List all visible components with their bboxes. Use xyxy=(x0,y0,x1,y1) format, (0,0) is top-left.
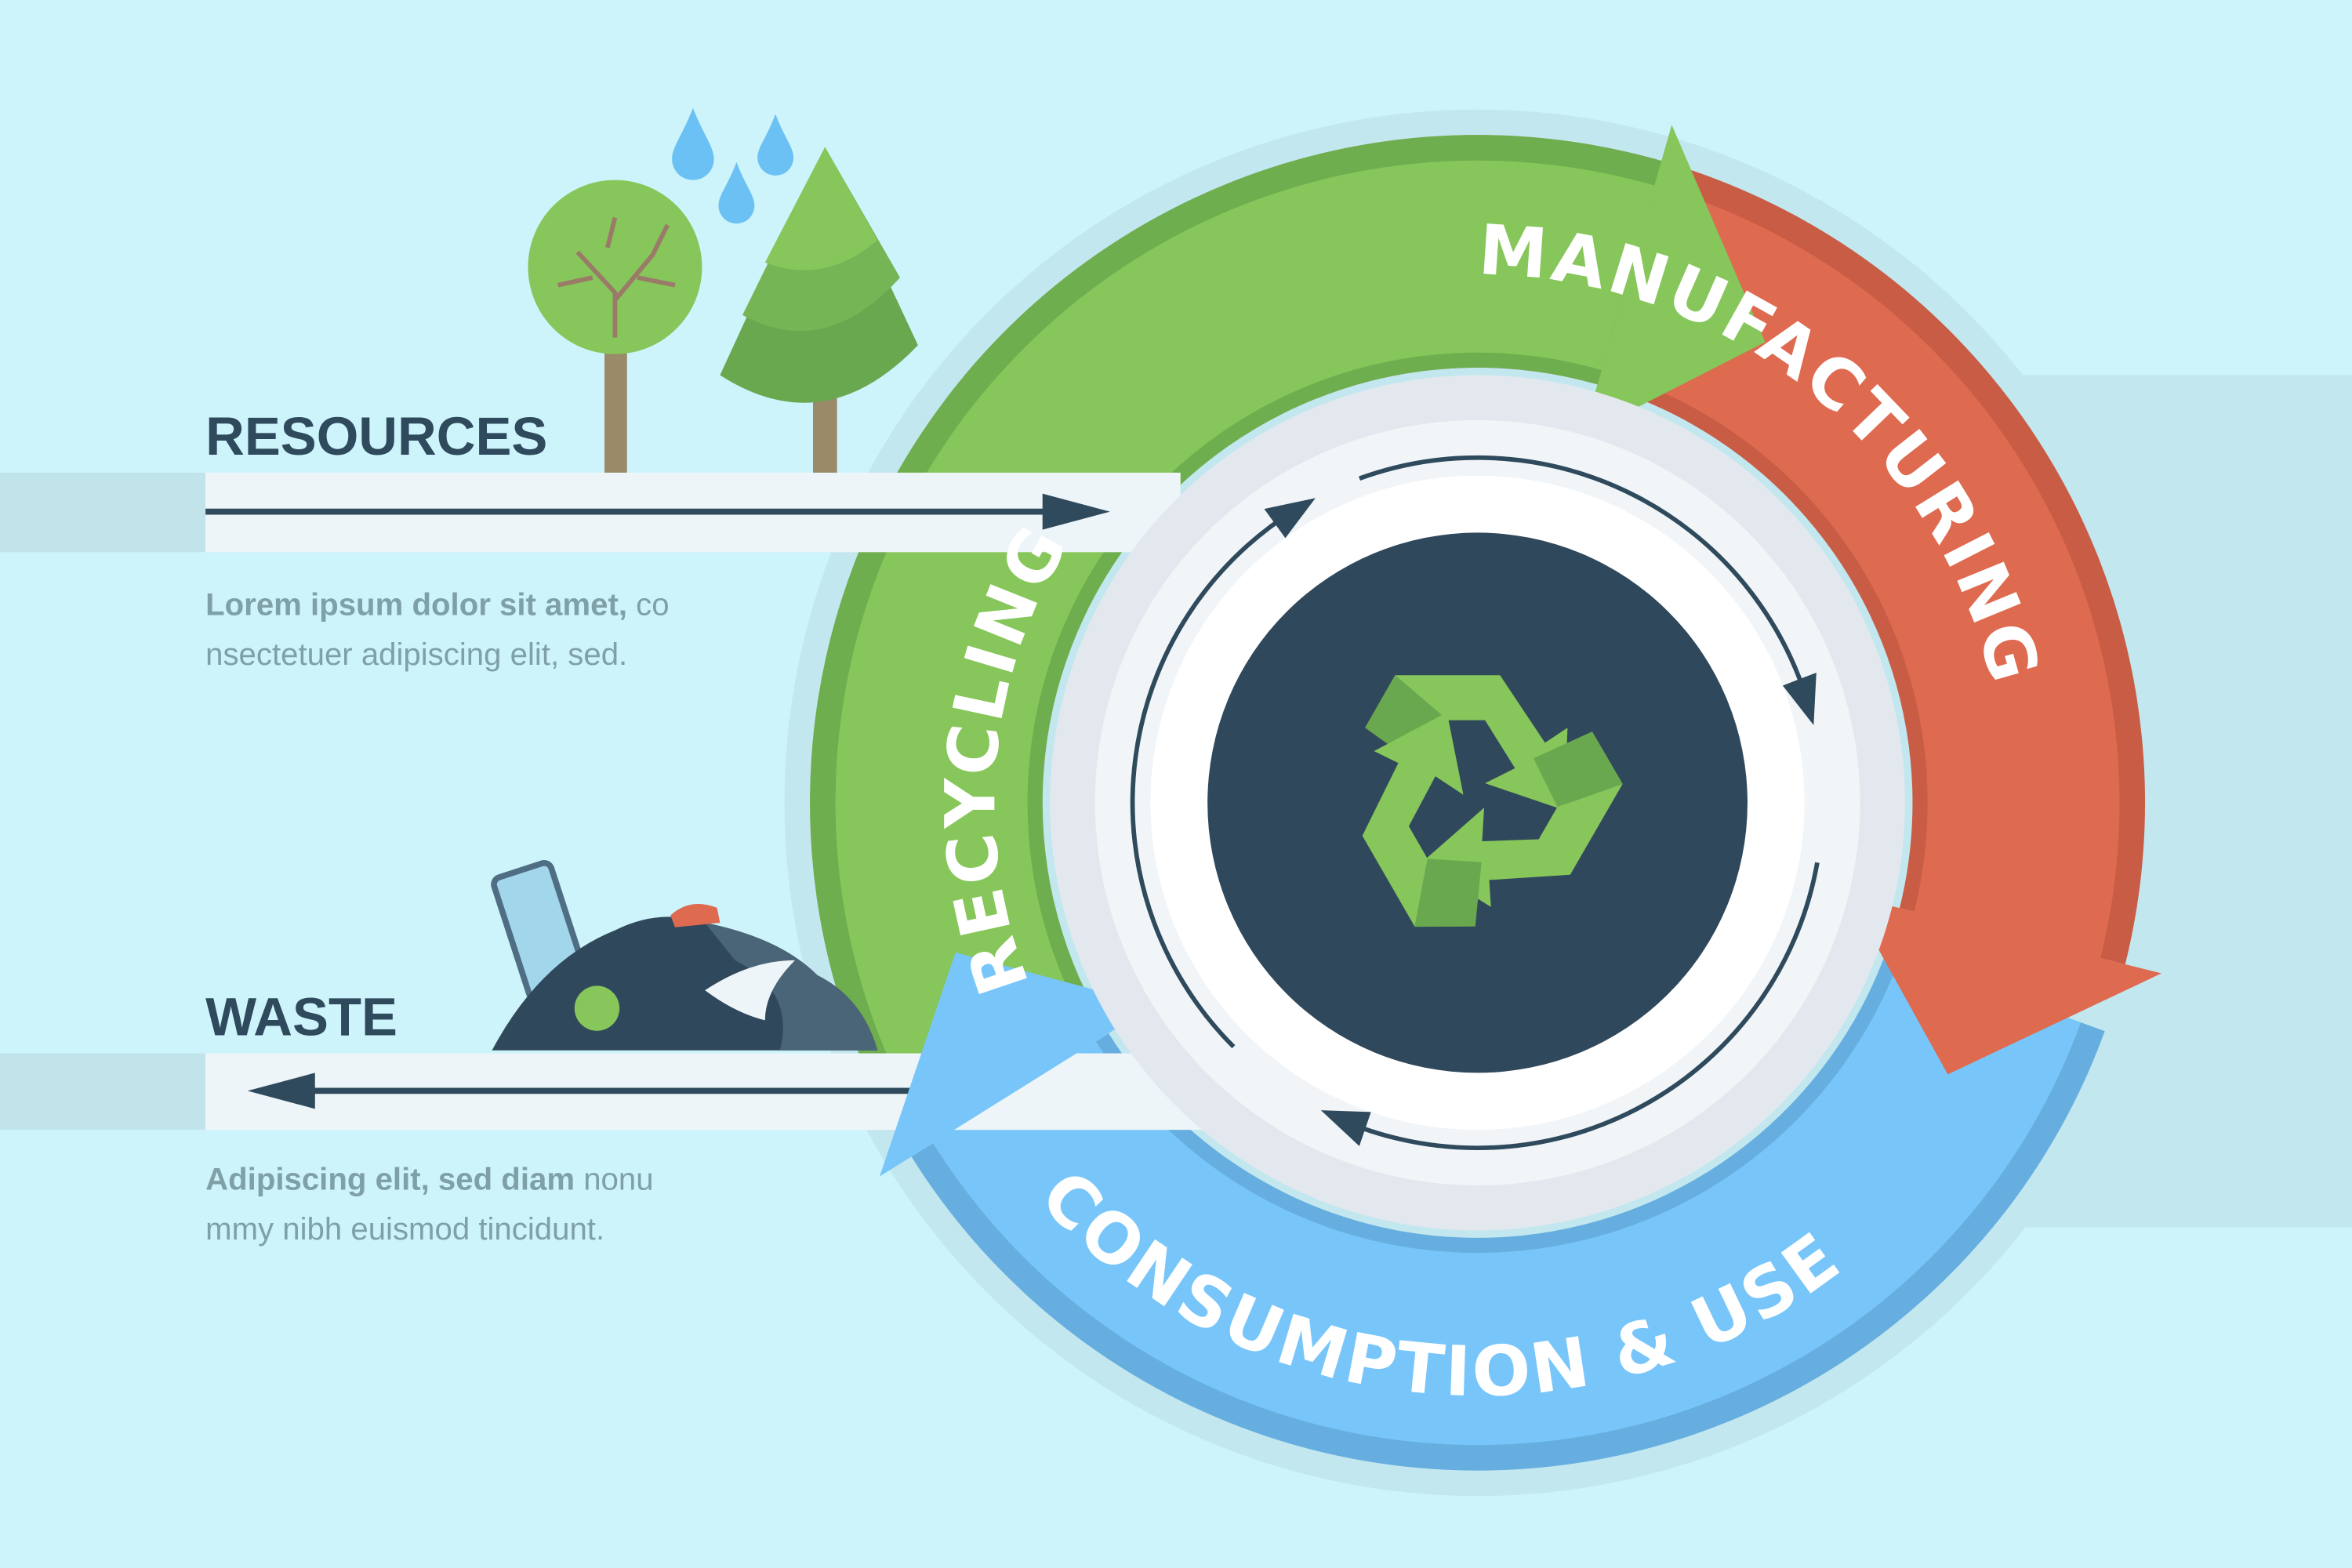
cycle-arrow-line xyxy=(1330,862,1820,1151)
waste-description-line1: Adipiscing elit, sed diam nonu xyxy=(205,1162,653,1197)
cycle-arrowhead-icon xyxy=(1782,672,1817,725)
waste-description-rest: nonu xyxy=(575,1162,654,1197)
recycling-band xyxy=(835,160,1655,1124)
cycle-arrowhead-icon xyxy=(1320,1110,1371,1146)
cycle-arrowhead-icon xyxy=(1264,498,1316,539)
resources-description-line2: nsectetuer adipiscing elit, sed. xyxy=(205,637,627,672)
recycle-arrow-icon xyxy=(1362,712,1482,927)
consumption-band xyxy=(933,956,2082,1446)
consumption-arrowhead-icon xyxy=(879,952,1153,1177)
waste-arrow-icon xyxy=(247,1073,315,1109)
center-disc xyxy=(1207,532,1748,1073)
waste-description-bold: Adipiscing elit, sed diam xyxy=(205,1162,575,1197)
resources-description-rest: co xyxy=(627,587,670,622)
round-tree-icon xyxy=(528,180,702,473)
waste-strip-faded xyxy=(0,1053,206,1131)
recycling-arrowhead-icon xyxy=(1583,125,1766,435)
resources-description-bold: Lorem ipsum dolor sit amet, xyxy=(205,587,627,622)
cycle-arrow-line xyxy=(1359,455,1813,714)
resources-title: RESOURCES xyxy=(205,406,547,466)
waste-description-line2: mmy nibh euismod tincidunt. xyxy=(205,1211,604,1247)
manufacturing-band xyxy=(1236,160,2120,959)
manufacturing-arrowhead-icon xyxy=(1848,895,2162,1075)
recycle-icon xyxy=(1362,675,1623,927)
pine-tree-icon xyxy=(720,147,918,473)
raindrops-icon xyxy=(672,107,794,224)
waste-pile-icon xyxy=(491,859,878,1051)
cycle-arrow-line xyxy=(1130,502,1306,1049)
resources-strip-faded xyxy=(0,472,206,553)
resources-arrow-icon xyxy=(1042,493,1110,530)
resources-description-line1: Lorem ipsum dolor sit amet, co xyxy=(205,587,669,622)
waste-title: WASTE xyxy=(205,987,397,1047)
